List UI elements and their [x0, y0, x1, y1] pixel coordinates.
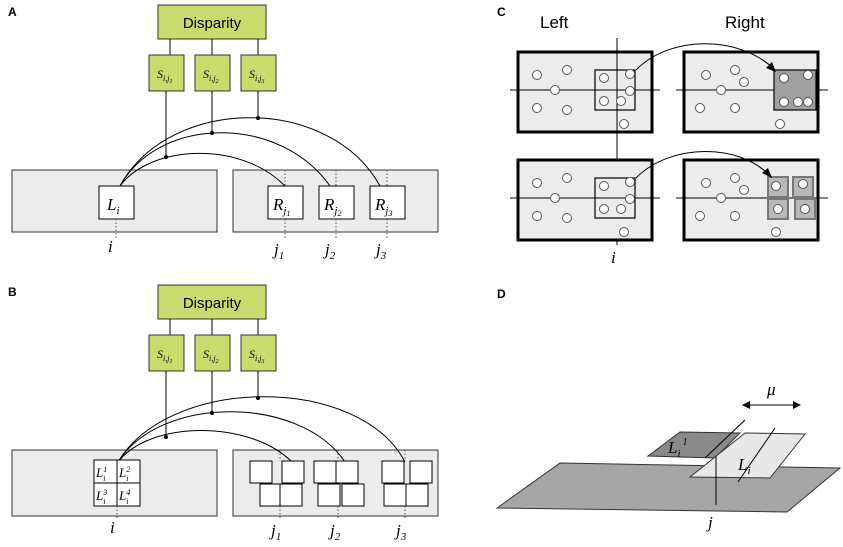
panel-c-top-right-image [682, 50, 820, 134]
panel-a-s-label-3: Si,j3 [249, 67, 264, 85]
panel-a-s-node-3 [240, 54, 277, 92]
panel-a-right-patch-2 [318, 185, 355, 220]
panel-b-s-node-3 [240, 334, 277, 372]
panel-a-s-node-2 [194, 54, 231, 92]
panel-d-patch [688, 432, 807, 479]
panel-d-patch-label: Li [737, 455, 751, 477]
panel-c-left-label: Left [540, 13, 569, 32]
panel-b-cluster-1 [249, 460, 305, 507]
panel-a-right-label-2: Rj2 [323, 195, 341, 218]
panel-b-axis-j3: j3 [394, 521, 407, 543]
panel-a: A Disparity Si,j1 Si,j2 Si,j3 Li [8, 4, 439, 262]
panel-a-axis-j2: j2 [323, 240, 336, 262]
panel-a-s-label-1: Si,j1 [157, 67, 172, 85]
panel-d-letter: D [497, 287, 506, 301]
panel-a-left-patch [98, 185, 135, 220]
panel-b-s-node-2 [194, 334, 231, 372]
panel-b-axis-i: i [110, 518, 115, 537]
panel-b-disparity-box [157, 284, 267, 320]
panel-b-disparity-label: Disparity [183, 295, 242, 312]
panel-a-s-label-2: Si,j2 [203, 67, 218, 85]
panel-c: C Left Right [497, 5, 828, 267]
panel-b-s-label-1: Si,j1 [157, 347, 172, 365]
panel-b-s-node-1 [148, 334, 185, 372]
panel-a-left-patch-label: Li [106, 195, 120, 217]
panel-b-subpatch-4 [116, 482, 141, 507]
panel-c-letter: C [497, 5, 506, 19]
panel-b-cluster-2 [313, 460, 365, 507]
panel-d-ground-plane [495, 462, 842, 513]
panel-d-shifted-patch-label: Li1 [667, 437, 688, 460]
panel-c-right-label: Right [725, 13, 765, 32]
panel-d-shift-label: μ [766, 380, 776, 399]
panel-c-axis-i: i [611, 248, 616, 267]
panel-a-letter: A [8, 5, 17, 19]
panel-b-axis-j2: j2 [328, 521, 341, 543]
panel-d-axis-j: j [706, 513, 713, 532]
panel-b-letter: B [8, 285, 17, 299]
panel-a-right-label-1: Rj1 [272, 195, 290, 218]
panel-a-s-node-1 [148, 54, 185, 92]
panel-c-bottom-left-image [516, 158, 654, 242]
panel-b-cluster-3 [381, 460, 433, 507]
panel-d: D μ Li1 Li j [495, 287, 842, 532]
panel-a-right-label-3: Rj3 [374, 195, 392, 218]
panel-b-axis-j1: j1 [269, 521, 281, 543]
panel-a-axis-i: i [108, 237, 113, 256]
panel-a-axis-j3: j3 [374, 240, 387, 262]
panel-a-disparity-label: Disparity [183, 15, 242, 32]
panel-a-disparity-box [157, 4, 267, 40]
panel-a-right-patch-1 [267, 185, 304, 220]
panel-a-axis-j1: j1 [272, 240, 284, 262]
panel-b-s-label-3: Si,j3 [249, 347, 264, 365]
panel-b-s-label-2: Si,j2 [203, 347, 218, 365]
